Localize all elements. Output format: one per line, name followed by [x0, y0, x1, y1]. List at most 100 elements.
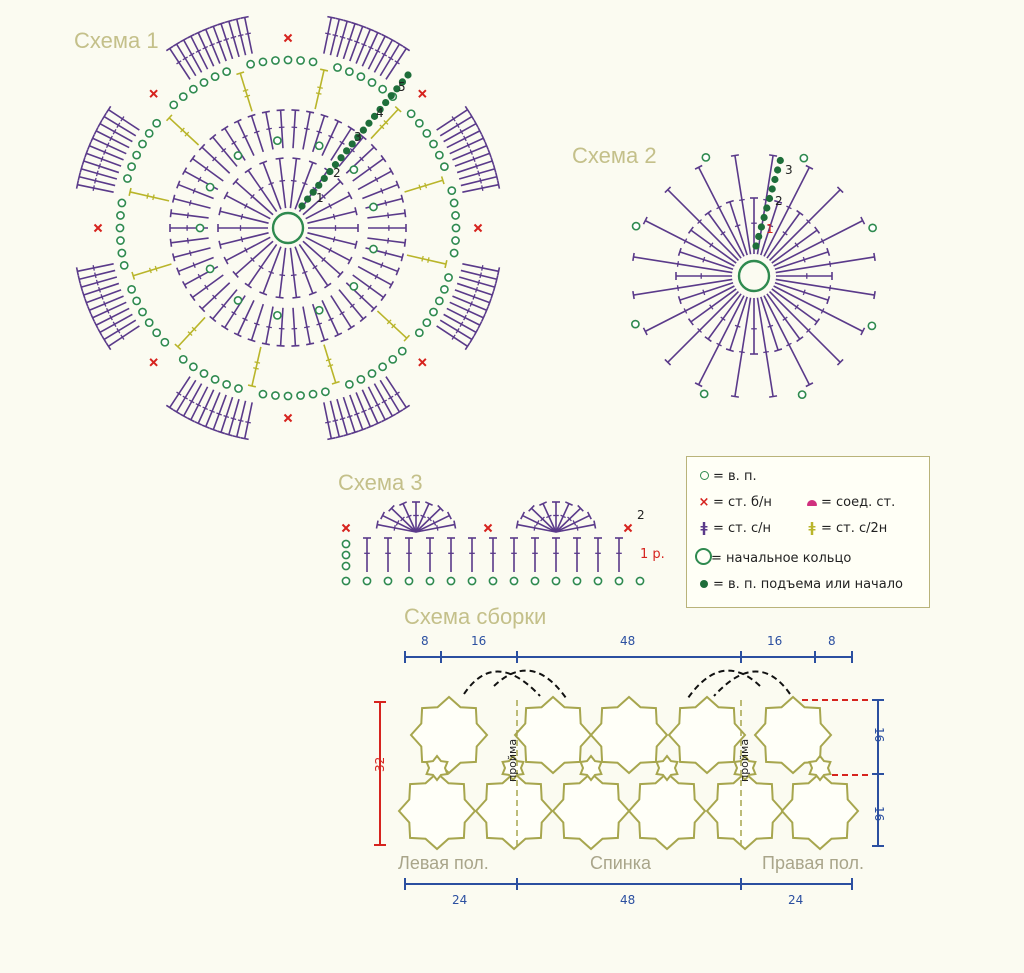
s1-round-1: 1: [316, 191, 324, 205]
s1-r3-dc-31: [201, 146, 231, 174]
top-dim-2: 16: [471, 634, 487, 648]
s1-start-chain-9: [348, 140, 356, 148]
s1-r5-dc-7-4-top: [480, 134, 486, 143]
s2-dc-36-top: [814, 226, 821, 234]
s1-r5-dc-3-10-bar: [92, 265, 95, 271]
s1-r5-dc-5-2-bar: [188, 52, 195, 57]
s1-r3-dc-16-top: [233, 332, 242, 338]
scheme-2-title: Схема 2: [572, 143, 657, 168]
s2-start-chain-8: [774, 166, 782, 174]
s1-r2-ch-11: [349, 165, 359, 175]
s1-r3-dc-1: [367, 237, 406, 244]
s1-r5-dc-0-10-bar: [451, 334, 456, 340]
s1-r5-dc-2-1-top: [232, 435, 241, 439]
s2-dc-8: [760, 296, 779, 351]
s1-start-chain-17: [393, 85, 401, 93]
s2-dc-34-bar: [782, 231, 788, 236]
s3-fan-0-5-bar: [420, 514, 426, 519]
s3-fan-1-3: [542, 503, 557, 533]
s1-start-chain-19: [404, 71, 412, 79]
s1-start-chain-18: [398, 78, 407, 86]
s2-dc-9: [756, 297, 774, 397]
motif-top-4: [753, 695, 833, 775]
s1-r4-ch-32: [160, 337, 170, 347]
s1-r4-tr-9: [314, 69, 325, 110]
s2-dc-33-bar: [786, 205, 792, 210]
s2-dc-28-top: [725, 199, 734, 204]
s3-fan-1-8: [555, 523, 595, 533]
s1-r4-ch-8: [422, 318, 432, 328]
s1-r3-dc-42-bar: [339, 140, 345, 145]
s1-r5-dc-0-6: [449, 301, 484, 319]
s1-r4-tr-2: [323, 344, 337, 384]
s1-r4-ch-0: [451, 223, 461, 233]
s1-r5-dc-1-2: [373, 383, 394, 417]
s1-r5-dc-1-0: [385, 376, 407, 408]
s1-start-chain-12: [365, 119, 373, 127]
s1-r1-dc-6-top: [292, 296, 301, 299]
s1-r1-dc-6: [289, 247, 298, 298]
s1-r5-dc-5-6: [212, 26, 227, 62]
s1-r3-dc-28-top: [176, 180, 181, 189]
s1-r4-ch-62: [271, 56, 280, 65]
s1-r1-dc-14-bar: [240, 213, 244, 220]
s1-r3-dc-3-bar: [380, 262, 384, 268]
s1-start-chain-13: [370, 112, 379, 120]
s2-dc-15-top: [664, 358, 672, 366]
s1-r1-dc-5-bar: [301, 270, 308, 275]
s1-r1-dc-7-bar: [279, 274, 286, 277]
s1-r4-tr-1-bar2: [386, 319, 392, 325]
s1-r5-dc-1-2-bar: [381, 399, 388, 404]
s2-ch-2: [699, 389, 709, 399]
s1-r3-dc-7: [338, 289, 364, 320]
s1-r5-dc-0-6-bar: [466, 307, 470, 314]
s1-r4-tr-5-top: [131, 271, 136, 280]
s1-r3-dc-46: [357, 170, 392, 191]
s1-r5-dc-0-7-top: [477, 321, 483, 330]
s2-dc-37-bar: [820, 238, 825, 244]
s1-r4-ch-58: [222, 67, 232, 77]
s1-r5-dc-4-4: [86, 152, 122, 167]
s1-r3-dc-32: [212, 136, 238, 167]
s1-r5-dc-0-9-bar: [455, 328, 460, 334]
s3-fan-1-5-bar: [560, 514, 566, 519]
s1-r5-dc-4-3: [83, 160, 120, 174]
s1-r5-dc-1-6: [349, 394, 364, 430]
s1-start-chain-16: [387, 92, 395, 100]
s1-r5-dc-0-9: [439, 319, 473, 341]
s1-r3-dc-22-top: [176, 267, 181, 276]
s1-r5-sc-6-b: [418, 89, 427, 98]
s1-r4-tr-0-top: [444, 259, 448, 269]
s2-dc-5-top: [836, 358, 844, 366]
s1-r3-dc-20: [192, 274, 224, 299]
s1-r5-dc-0-4-top: [487, 298, 492, 307]
s1-r5-dc-2-0-top: [240, 437, 249, 441]
s1-r1-dc-6-bar: [290, 274, 297, 277]
s2-dc-22-top: [677, 247, 682, 256]
motif-bottom-1: [474, 771, 554, 851]
s1-r5-dc-3-5-top: [87, 306, 92, 315]
s2-dc-3: [773, 285, 864, 333]
s1-r5-dc-2-3-bar: [223, 414, 230, 418]
s1-r4-ch-61: [258, 57, 268, 67]
s1-r4-ch-42: [115, 223, 125, 233]
s1-r1-dc-10-top: [232, 270, 239, 278]
s3-row-1: 1 р.: [640, 547, 665, 562]
s1-r5-dc-5-4-bar: [202, 46, 209, 50]
back-label: Спинка: [590, 853, 652, 873]
s1-r5-dc-4-7-bar: [109, 135, 113, 142]
left-dim: 32: [373, 756, 387, 772]
s1-r1-dc-24-top: [347, 191, 353, 200]
s3-fan-0-5-top: [424, 501, 433, 507]
s1-r3-dc-15: [250, 303, 265, 341]
s1-r4-ch-77: [429, 139, 438, 149]
s3-sc-1-b: [341, 523, 351, 533]
s1-start-chain-11: [359, 126, 367, 134]
s2-dc-5: [768, 290, 841, 363]
s3-fan-0-1-top: [380, 511, 386, 520]
s1-r1-dc-20-top: [292, 157, 301, 160]
s2-dc-38-bar: [802, 256, 806, 263]
s1-r5-dc-4-4-top: [84, 149, 89, 158]
s1-r5-dc-1-7-top: [350, 430, 360, 435]
s1-r5-sc-0-b: [418, 358, 427, 367]
